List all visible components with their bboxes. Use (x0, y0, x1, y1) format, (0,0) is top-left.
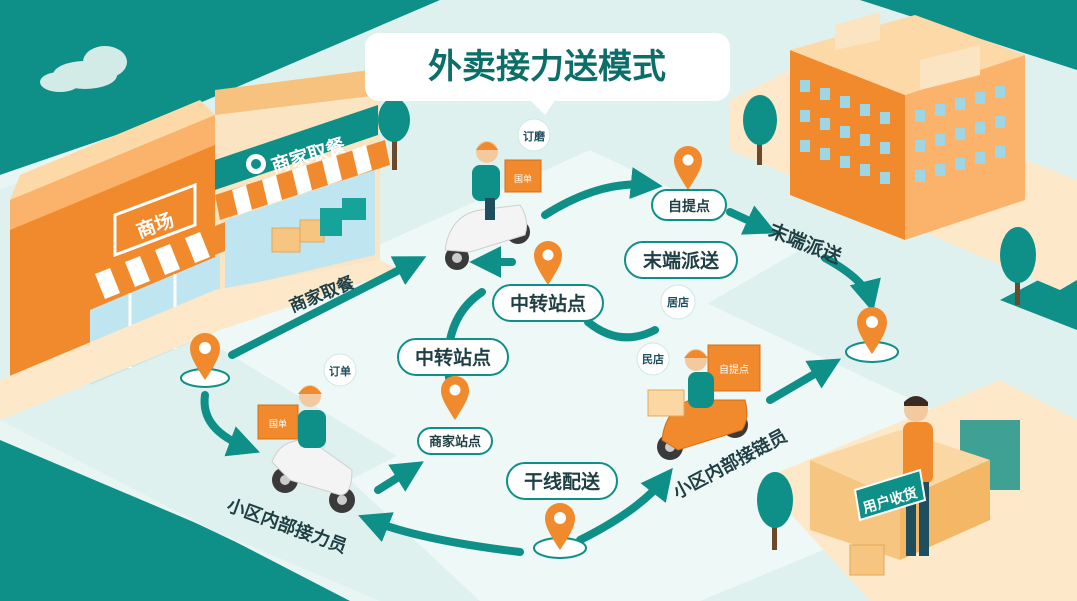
label-trunk-delivery: 干线配送 (524, 470, 601, 493)
mall-building-illustration (0, 70, 410, 420)
badge-residence-a: 居店 (667, 295, 689, 309)
badge-order-top: 订磨 (523, 129, 546, 143)
arrow-trunk-pin-to-left (358, 512, 524, 556)
badges (323, 118, 696, 387)
customer-receive-illustration (757, 380, 1077, 601)
box-label-top: 国单 (514, 173, 532, 185)
pin-merchant-station-icon (440, 375, 469, 420)
merchant-store-sign (246, 154, 266, 174)
courier-right-illustration (647, 344, 761, 460)
arrow-right-courier-to-pin (766, 358, 842, 404)
apartment-building-illustration (730, 12, 1077, 305)
badge-residence-b: 民店 (642, 352, 664, 366)
pin-mall-icon (180, 333, 230, 388)
arrow-relay-to-residence (584, 318, 659, 342)
arrow-left-courier-to-station (374, 461, 424, 494)
arrow-trunk-to-right-courier (576, 467, 673, 544)
badge-order-left: 订单 (329, 364, 351, 378)
label-last-mile: 末端派送 (643, 249, 720, 272)
pin-trunk-icon (533, 503, 587, 559)
label-relay-station-top: 中转站点 (510, 292, 586, 315)
courier-top-illustration (444, 141, 542, 270)
title-bubble (365, 33, 730, 115)
courier-left-illustration (257, 385, 355, 513)
arrow-selfpickup-to-lastmile (726, 205, 777, 235)
pin-destination-icon (845, 307, 899, 363)
pin-self-pickup-icon (674, 146, 702, 190)
label-pills (397, 189, 738, 500)
label-merchant-station: 商家站点 (429, 434, 481, 450)
label-self-pickup: 自提点 (668, 198, 710, 215)
arrow-mall-to-top-courier (228, 256, 427, 359)
arrow-mall-pin-to-left-courier (200, 391, 260, 457)
box-label-left: 国单 (269, 418, 287, 430)
arrow-top-courier-to-self-pickup (541, 167, 663, 219)
location-pins (180, 146, 899, 559)
page-title: 外卖接力送模式 (428, 47, 666, 87)
arrow-lastmile-to-pin (821, 254, 881, 313)
box-label-right: 自提点 (719, 363, 749, 376)
pin-relay-top-icon (534, 241, 562, 285)
label-relay-station-mid: 中转站点 (415, 346, 491, 369)
